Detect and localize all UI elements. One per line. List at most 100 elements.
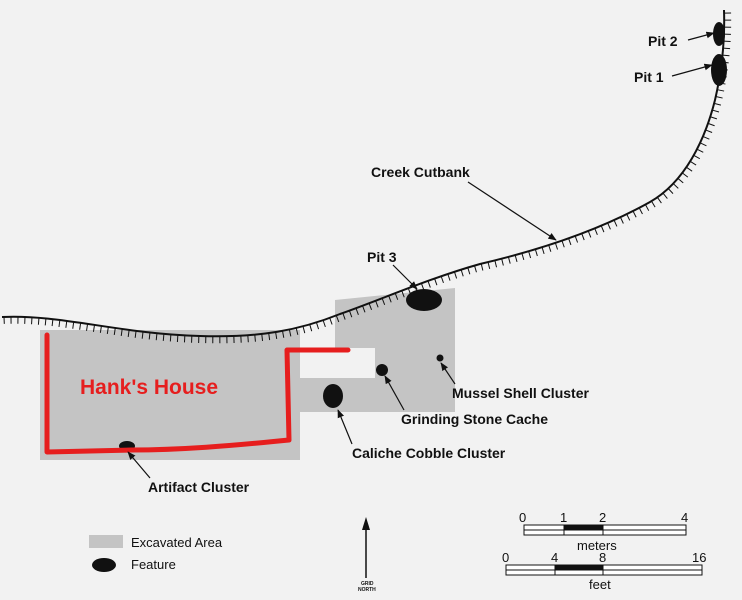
cutbank-tick: [693, 154, 701, 160]
label-pit-1: Pit 1: [634, 69, 664, 85]
pit-2-feature: [713, 22, 725, 46]
cutbank-tick: [420, 283, 425, 291]
meters-unit-label: meters: [577, 538, 617, 553]
caliche-cobble-feature: [323, 384, 343, 408]
cutbank-tick: [342, 312, 346, 320]
cutbank-tick: [37, 317, 40, 325]
meters-tick-0-label: 0: [519, 510, 526, 525]
cutbank-tick: [681, 172, 689, 178]
cutbank-tick: [86, 323, 89, 331]
cutbank-tick: [528, 251, 532, 259]
cutbank-tick: [79, 322, 82, 330]
leader-pit-3: [392, 264, 418, 290]
cutbank-tick: [162, 333, 165, 341]
feet-tick-4-label: 4: [551, 550, 558, 565]
cutbank-line: [1, 9, 726, 338]
cutbank-tick: [440, 276, 444, 284]
cutbank-tick: [99, 325, 102, 333]
cutbank-tick: [106, 326, 109, 334]
cutbank-tick: [587, 230, 592, 238]
cutbank-tick: [282, 330, 285, 338]
north-arrow-grid-text: GRID: [361, 581, 374, 587]
cutbank-tick: [401, 290, 405, 298]
meters-tick-2-label: 2: [599, 510, 606, 525]
cutbank-tick: [375, 300, 379, 308]
cutbank-tick: [686, 166, 693, 172]
cutbank-tick: [275, 331, 278, 340]
cutbank-tick: [568, 238, 572, 246]
label-pit-3: Pit 3: [367, 249, 397, 265]
cutbank-tick: [534, 249, 538, 257]
label-hanks-house: Hank's House: [80, 376, 218, 399]
north-arrow-head: [362, 517, 370, 530]
leader-grinding-stone: [384, 375, 405, 411]
leader-pit-1: [671, 63, 713, 77]
label-creek-cutbank: Creek Cutbank: [371, 164, 470, 180]
cutbank-tick: [644, 204, 650, 211]
cutbank-tick: [467, 267, 471, 275]
cutbank-tick: [368, 303, 373, 310]
meters-tick-1-label: 1: [560, 510, 567, 525]
label-pit-2: Pit 2: [648, 33, 678, 49]
cutbank-tick: [120, 328, 123, 336]
cutbank-tick: [574, 235, 579, 243]
cutbank-hatching: [3, 12, 732, 344]
cutbank-tick: [514, 254, 518, 262]
cutbank-tick: [65, 320, 68, 328]
cutbank-tick: [460, 269, 464, 277]
feet-unit-label: feet: [589, 577, 611, 592]
hanks-house-outline: [44, 332, 351, 455]
scale-bar-feet: 0 4 8 16 feet: [502, 550, 706, 592]
label-mussel-shell-cluster: Mussel Shell Cluster: [452, 385, 589, 401]
cutbank-tick: [494, 260, 498, 268]
excavated-areas: [40, 288, 455, 460]
cutbank-tick: [699, 142, 707, 147]
cutbank-tick: [447, 273, 451, 281]
cutbank-tick: [309, 324, 313, 332]
cutbank-tick: [315, 322, 320, 330]
cutbank-tick: [626, 213, 631, 221]
cutbank-tick: [329, 317, 333, 325]
cutbank-tick: [381, 298, 386, 305]
cutbank-tick: [51, 319, 54, 327]
leader-creek-cutbank: [467, 181, 557, 241]
cutbank-tick: [607, 222, 611, 230]
cutbank-tick: [44, 318, 47, 326]
cutbank-tick: [632, 210, 637, 218]
cutbank-tick: [702, 135, 710, 140]
cutbank-tick: [355, 308, 359, 315]
mussel-shell-feature: [436, 354, 444, 362]
cutbank-tick: [169, 334, 172, 342]
feet-tick-0-label: 0: [502, 550, 509, 565]
cutbank-tick: [474, 265, 477, 273]
cutbank-tick: [362, 305, 366, 313]
cutbank-tick: [507, 256, 511, 264]
excavated-area-main: [40, 330, 300, 460]
cutbank-tick: [268, 333, 271, 341]
cutbank-tick: [480, 263, 484, 271]
leader-lines: [127, 31, 715, 479]
legend: Excavated Area Feature: [89, 535, 223, 572]
cutbank-tick: [714, 102, 722, 106]
cutbank-tick: [541, 247, 545, 255]
leader-pit-2: [687, 31, 715, 41]
excavated-area-east: [335, 288, 455, 412]
pit-1-feature: [711, 54, 727, 86]
cutbank-tick: [548, 244, 552, 252]
cutbank-tick: [710, 116, 718, 120]
map-labels: Pit 2 Pit 1 Creek Cutbank Pit 3 Hank's H…: [80, 33, 678, 495]
cutbank-tick: [113, 327, 116, 335]
feet-fill-segment: [555, 565, 603, 570]
cutbank-tick: [581, 233, 585, 241]
cutbank-tick: [453, 271, 458, 279]
leader-artifact-cluster: [127, 451, 151, 479]
feet-tick-8-label: 8: [599, 550, 606, 565]
cutbank-tick: [92, 324, 95, 332]
cutbank-tick: [696, 148, 704, 153]
legend-excavated-swatch: [89, 535, 123, 548]
cutbank-tick: [717, 89, 725, 92]
cutbank-tick: [619, 216, 624, 224]
meters-fill-segment: [564, 525, 603, 530]
label-caliche-cobble-cluster: Caliche Cobble Cluster: [352, 445, 506, 461]
cutbank-tick: [127, 329, 130, 337]
